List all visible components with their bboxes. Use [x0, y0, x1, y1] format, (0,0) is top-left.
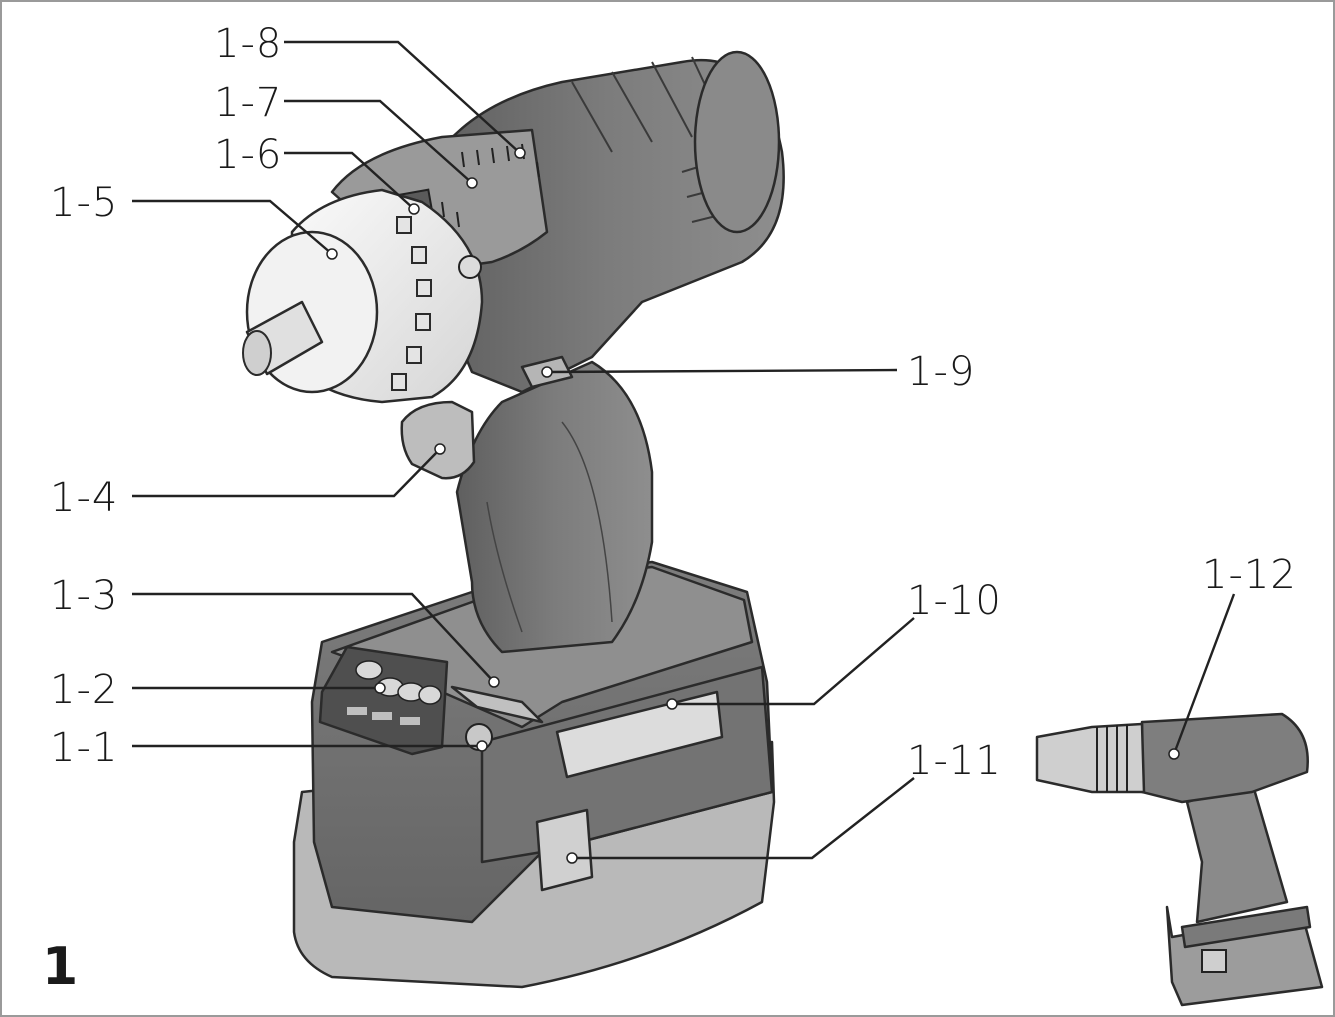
screw-icon [458, 255, 482, 279]
trigger [400, 400, 476, 480]
callout-1-6: 1-6 [214, 132, 282, 178]
chuck-teeth [391, 216, 432, 391]
callout-labels: 1-1 1-2 1-3 1-4 1-5 1-6 1-7 1-8 1-9 1-10… [50, 21, 1297, 784]
leader-lines [132, 40, 1236, 860]
callout-1-11: 1-11 [907, 738, 1002, 784]
callout-1-3: 1-3 [50, 573, 118, 619]
callout-1-5: 1-5 [50, 180, 118, 226]
inset-drill [1035, 712, 1324, 1007]
inset-plate [1201, 949, 1227, 973]
main-drill [242, 50, 785, 989]
inset-battery-band [1180, 905, 1312, 949]
callout-1-2: 1-2 [50, 667, 118, 713]
leader-dots [326, 147, 1180, 864]
callout-1-1: 1-1 [50, 725, 118, 771]
handle [455, 360, 654, 654]
rear-end-cap [693, 50, 781, 234]
inset-handle [1185, 780, 1289, 924]
callout-1-8: 1-8 [214, 21, 282, 67]
capacity-leds [347, 660, 442, 725]
spindle-tip [242, 330, 272, 376]
callout-1-12: 1-12 [1202, 552, 1297, 598]
callout-1-10: 1-10 [907, 578, 1002, 624]
inset-chuck-grip [1096, 724, 1128, 792]
inset-housing [1140, 712, 1309, 804]
battery-release-strip [450, 685, 544, 724]
callout-1-9: 1-9 [907, 349, 975, 395]
figure-number: 1 [42, 937, 78, 997]
handle-grip [486, 421, 613, 633]
charge-indicator-window [555, 690, 724, 779]
callout-1-7: 1-7 [214, 80, 282, 126]
rating-plate [535, 808, 594, 892]
callout-1-4: 1-4 [50, 475, 118, 521]
